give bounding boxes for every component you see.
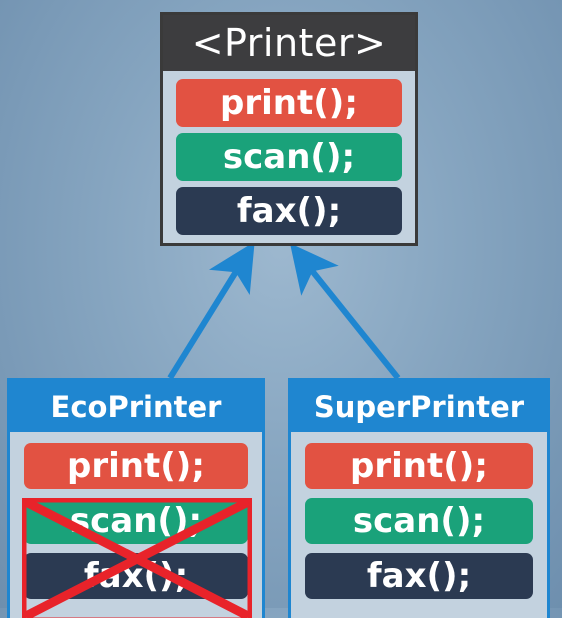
superprinter-method-scan: scan(); <box>305 498 533 544</box>
ecoprinter-method-fax: fax(); <box>24 553 248 599</box>
arrow-ecoprinter-to-printer <box>167 241 255 380</box>
method-scan: scan(); <box>176 133 402 181</box>
superprinter-title: SuperPrinter <box>288 378 550 432</box>
arrow-superprinter-to-printer <box>289 243 401 380</box>
method-print: print(); <box>176 79 402 127</box>
superprinter-method-fax: fax(); <box>305 553 533 599</box>
ecoprinter-method-scan: scan(); <box>24 498 248 544</box>
printer-interface-title: <Printer> <box>163 15 415 71</box>
ecoprinter-title: EcoPrinter <box>7 378 265 432</box>
superprinter-method-print: print(); <box>305 443 533 489</box>
method-fax: fax(); <box>176 187 402 235</box>
ecoprinter-method-print: print(); <box>24 443 248 489</box>
printer-interface-box: <Printer> print(); scan(); fax(); <box>160 12 418 246</box>
ecoprinter-class-box: EcoPrinter print(); scan(); fax(); <box>7 378 265 618</box>
superprinter-class-box: SuperPrinter print(); scan(); fax(); <box>288 378 550 618</box>
